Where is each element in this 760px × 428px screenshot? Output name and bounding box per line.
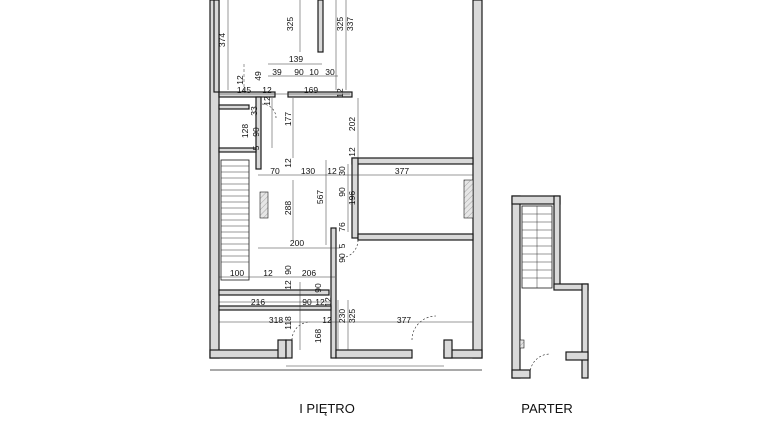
dim-label: 90: [313, 283, 323, 293]
gf-left-wall: [511, 195, 521, 379]
dim-label: 200: [290, 238, 304, 248]
dim-label: 325: [335, 17, 345, 31]
dim-label: 12: [323, 297, 333, 307]
dim-label: 12: [262, 85, 272, 95]
dim-label: 90: [294, 67, 304, 77]
bottom-left-return: [277, 339, 287, 359]
dim-label: 196: [347, 191, 357, 205]
right-outer-wall: [472, 0, 483, 359]
lower-room-wall: [218, 305, 332, 311]
bottom-mid-wall: [335, 349, 413, 359]
dim-label: 30: [325, 67, 335, 77]
dim-label: 12: [327, 166, 337, 176]
corridor-top-wall: [218, 91, 276, 98]
ground-floor-plan: [511, 195, 589, 379]
room-right-left-wall: [351, 157, 359, 239]
stair-column: [259, 191, 269, 219]
wc-right-wall: [255, 96, 262, 170]
dim-label: 30: [337, 166, 347, 176]
dim-label: 377: [397, 315, 411, 325]
dim-label: 374: [217, 33, 227, 47]
dim-label: 177: [283, 112, 293, 126]
gf-staircase-steps: [522, 206, 552, 288]
dimension-lines: [219, 0, 473, 350]
dim-label: 130: [301, 166, 315, 176]
dim-label: 202: [347, 117, 357, 131]
dim-label: 5: [251, 145, 261, 150]
bottom-right-return: [443, 339, 453, 359]
upper-mid-partition: [317, 0, 324, 53]
dim-label: 169: [304, 85, 318, 95]
dim-label: 318: [269, 315, 283, 325]
hall-top-wall: [218, 147, 257, 153]
dim-label: 12: [262, 96, 272, 106]
dim-label: 128: [240, 124, 250, 138]
gf-door-swing: [529, 353, 551, 375]
dim-label: 90: [337, 253, 347, 263]
balcony-pier-left: [285, 339, 293, 359]
room-right-top-wall: [351, 157, 474, 165]
gf-bottom-left-wall: [511, 369, 531, 379]
dim-label: 288: [283, 201, 293, 215]
corridor-right-wall: [330, 227, 337, 359]
dim-label: 12: [347, 147, 357, 157]
dim-label: 10: [309, 67, 319, 77]
caption-ground-floor: PARTER: [521, 401, 573, 416]
gf-right-upper-wall: [553, 195, 561, 289]
staircase-steps: [221, 165, 249, 263]
dim-label: 70: [270, 166, 280, 176]
room-right-bottom-wall: [357, 233, 474, 241]
dim-label: 90: [283, 265, 293, 275]
chimney: [463, 179, 474, 219]
dim-label: 168: [313, 329, 323, 343]
dim-label: 12: [315, 297, 325, 307]
dim-label: 325: [285, 17, 295, 31]
dim-label: 230: [337, 309, 347, 323]
door-swing-bottom-left: [291, 321, 311, 341]
dim-label: 76: [337, 222, 347, 232]
dim-label: 12: [322, 315, 332, 325]
upper-left-partition: [213, 0, 220, 93]
corridor-top-wall-right: [287, 91, 353, 98]
dim-label: 325: [347, 309, 357, 323]
gf-bottom-right-wall: [565, 351, 589, 361]
gf-small-column: [519, 339, 525, 349]
dim-label: 12: [283, 158, 293, 168]
lower-hall-wall: [218, 289, 330, 296]
dim-label: 12: [335, 88, 345, 98]
dim-label: 377: [395, 166, 409, 176]
dim-label: 39: [272, 67, 282, 77]
first-floor-plan: 374 325 325 337 139 39 90 10 30 12 49 14…: [209, 0, 483, 371]
door-swing-bottom: [411, 315, 437, 341]
door-swing-wc: [261, 103, 277, 119]
dim-label: 145: [237, 85, 251, 95]
gf-right-lower-wall: [581, 283, 589, 379]
dim-label: 216: [251, 297, 265, 307]
dim-label: 139: [289, 54, 303, 64]
dim-label: 90: [251, 127, 261, 137]
dim-label: 12: [235, 75, 245, 85]
dim-label: 90: [337, 187, 347, 197]
gf-top-wall: [511, 195, 561, 205]
dim-label: 567: [315, 190, 325, 204]
dim-label: 206: [302, 268, 316, 278]
dim-label: 33: [249, 106, 259, 116]
dim-label: 118: [283, 316, 293, 330]
dim-label: 12: [283, 280, 293, 290]
wc-wall-top: [218, 104, 250, 110]
bottom-left-wall: [209, 349, 287, 359]
caption-first-floor: I PIĘTRO: [299, 401, 355, 416]
door-swing-right-room: [339, 239, 359, 259]
dim-label: 337: [345, 17, 355, 31]
dim-label: 5: [337, 243, 347, 248]
dim-label: 90: [302, 297, 312, 307]
dim-label: 12: [263, 268, 273, 278]
dim-label: 49: [253, 71, 263, 81]
dim-label: 100: [230, 268, 244, 278]
